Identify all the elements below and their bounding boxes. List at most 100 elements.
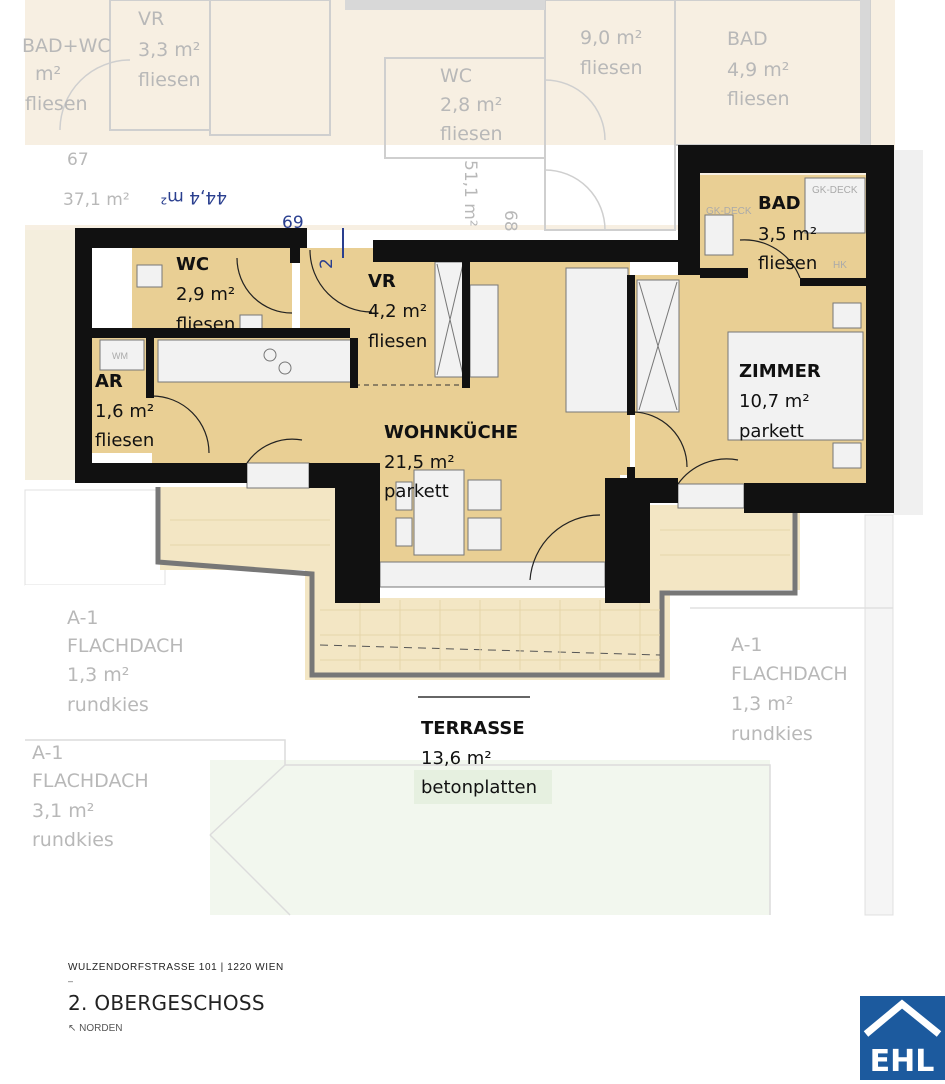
wall-right xyxy=(866,145,894,513)
chair-1 xyxy=(395,481,413,511)
nb-flach-right-code: A-1 xyxy=(731,634,763,656)
wall-bad-left xyxy=(678,145,700,275)
roof-ridge-1 xyxy=(209,764,286,836)
room-bad-name: BAD xyxy=(758,193,801,214)
plan-footer: WULZENDORFSTRASSE 101 | 1220 WIEN – 2. O… xyxy=(68,962,284,1034)
door-arc-terrace xyxy=(529,514,601,581)
stove-ring-2 xyxy=(278,361,292,375)
wall-bottom-mid xyxy=(335,580,380,602)
floor-plan: 2 BAD+WC m² fliesen VR 3,3 m² fliesen WC… xyxy=(22,0,923,916)
north-indicator: ↖ NORDEN xyxy=(68,1023,284,1034)
north-arrow-icon: ↖ xyxy=(68,1023,77,1034)
nb-center-floor: fliesen xyxy=(580,57,643,79)
room-wc-name: WC xyxy=(176,254,209,275)
nb-wc-floor: fliesen xyxy=(440,123,503,145)
wall-vr-wk xyxy=(462,262,470,388)
wall-kitchen-end xyxy=(350,338,358,388)
terrace xyxy=(155,487,800,804)
room-wohnkueche-name: WOHNKÜCHE xyxy=(384,421,518,443)
nb-67-number: 67 xyxy=(67,150,89,170)
label-gk-deck-2: GK-DECK xyxy=(706,206,752,217)
terrace-tile-grid xyxy=(170,519,790,670)
wall-wk-zimmer xyxy=(627,275,635,415)
nb-flach-right-area: 1,3 m² xyxy=(731,693,793,715)
logo-text: EHL xyxy=(870,1044,935,1079)
neighbor-right-strip xyxy=(893,150,923,515)
dining-table xyxy=(413,469,465,556)
nb-vr-name: VR xyxy=(138,8,164,30)
neighbor-corridor xyxy=(25,145,685,225)
nb-wc-area: 2,8 m² xyxy=(440,94,502,116)
wardrobe-x-2 xyxy=(436,263,464,376)
door-arc-balcony-left xyxy=(246,438,303,464)
terrace-dash-line xyxy=(319,644,661,656)
wall-top-mid xyxy=(373,240,685,262)
chair-3 xyxy=(467,479,502,511)
room-bad-area: 3,5 m² xyxy=(758,224,817,245)
nb-67-area: 37,1 m² xyxy=(63,190,130,210)
chair-2 xyxy=(395,517,413,547)
window-terrace xyxy=(379,561,606,588)
nightstand-2 xyxy=(832,442,862,469)
roof-edge-right xyxy=(864,514,894,916)
fixtures xyxy=(99,177,866,588)
nb-badwc-area: m² xyxy=(35,63,61,85)
room-ar-area: 1,6 m² xyxy=(95,401,154,422)
door-arc-bad xyxy=(739,239,801,279)
label-gk-deck-1: GK-DECK xyxy=(812,185,858,196)
unit-69-area: 44,4 m² xyxy=(160,187,227,207)
room-wc-area: 2,9 m² xyxy=(176,284,235,305)
fixture-labels: GK-DECK GK-DECK WM HK xyxy=(112,185,858,361)
room-terrasse-area: 13,6 m² xyxy=(421,748,492,769)
address: WULZENDORFSTRASSE 101 | 1220 WIEN xyxy=(68,962,284,973)
wall-bad-bottom-2 xyxy=(800,278,866,286)
toilet-wc xyxy=(136,264,163,288)
neighbor-door-arc-2 xyxy=(544,79,606,141)
window-living-left xyxy=(246,462,310,489)
sink-bad xyxy=(704,214,734,256)
room-zimmer-floor: parkett xyxy=(739,421,804,442)
nb-bad-floor: fliesen xyxy=(727,88,790,110)
nb-flach-left-floor: rundkies xyxy=(67,694,149,716)
nb-center-area: 9,0 m² xyxy=(580,27,642,49)
chair-4 xyxy=(467,517,502,551)
bed xyxy=(727,331,864,441)
nb-flach-left-name: FLACHDACH xyxy=(67,635,184,657)
wall-bottom-right xyxy=(620,478,678,503)
wall-bad-top xyxy=(678,145,894,173)
nb-flach-right-floor: rundkies xyxy=(731,723,813,745)
nb-bad-name: BAD xyxy=(727,28,768,50)
room-vr-area: 4,2 m² xyxy=(368,301,427,322)
neighbor-labels: BAD+WC m² fliesen VR 3,3 m² fliesen WC 2… xyxy=(22,8,848,851)
room-terrasse-floor: betonplatten xyxy=(421,777,537,798)
nb-vr-floor: fliesen xyxy=(138,69,201,91)
sofa xyxy=(565,267,629,413)
door-arc-zimmer xyxy=(631,411,688,468)
room-labels: WC 2,9 m² fliesen VR 4,2 m² fliesen BAD … xyxy=(95,193,821,798)
room-zimmer-area: 10,7 m² xyxy=(739,391,810,412)
nb-flach-bottom-area: 3,1 m² xyxy=(32,800,94,822)
nb-flach-left-code: A-1 xyxy=(67,607,99,629)
wall-wc-bottom xyxy=(92,328,350,338)
neighbor-wall-1 xyxy=(345,0,545,10)
door-arc-wc xyxy=(236,257,293,314)
label-wm: WM xyxy=(112,351,128,361)
sink-wc xyxy=(239,314,263,330)
walls xyxy=(75,145,894,603)
wall-bad-bottom xyxy=(700,268,748,278)
door-marker-2: 2 xyxy=(317,258,337,269)
footer-dash: – xyxy=(68,976,74,986)
nb-badwc-floor: fliesen xyxy=(25,93,88,115)
washing-machine xyxy=(99,339,145,371)
nb-wc-name: WC xyxy=(440,65,472,87)
label-hk: HK xyxy=(833,260,847,271)
door-arc-balcony-right xyxy=(677,458,739,485)
wall-top-left xyxy=(75,228,307,248)
neighbor-left-band xyxy=(25,230,80,480)
wall-wk-zimmer-2 xyxy=(627,467,635,482)
room-terrasse-name: TERRASSE xyxy=(421,718,525,739)
nb-flach-right-name: FLACHDACH xyxy=(731,663,848,685)
floor-title: 2. OBERGESCHOSS xyxy=(68,991,265,1015)
nb-vr-area: 3,3 m² xyxy=(138,39,200,61)
door-arc-ar xyxy=(151,395,210,454)
